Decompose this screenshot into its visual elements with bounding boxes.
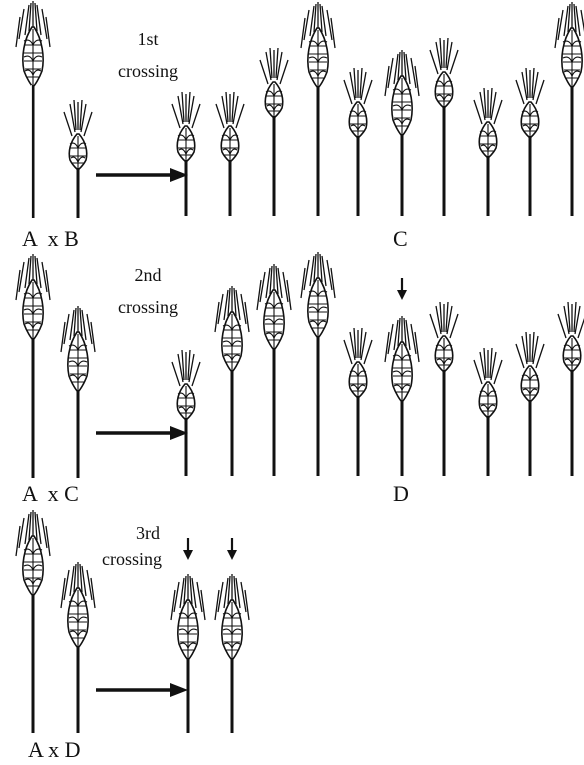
crossing-caption-line-2: crossing [118,61,178,81]
offspring-plant [558,302,584,476]
row-2-crossing: 2nd crossing A x C D [16,252,584,506]
offspring-plant [301,2,335,216]
crossing-caption-line-2: crossing [118,297,178,317]
crossing-caption-line-2: crossing [102,549,162,569]
offspring-plant-selected [215,574,249,733]
crossing-arrow-icon [96,683,188,697]
crossing-arrow-icon [96,168,188,182]
selection-arrow-icon [397,278,407,300]
row-3-crossing: 3rd crossing A x D [16,510,249,762]
offspring-plant [516,68,544,216]
crossing-caption-line-1: 2nd [135,265,162,285]
offspring-group [172,2,584,216]
offspring-plant [474,348,502,476]
crossing-caption-line-1: 1st [137,29,158,49]
offspring-plant [516,332,544,476]
crossing-arrow-icon [96,426,188,440]
offspring-plant [344,68,372,216]
offspring-plant [215,286,249,476]
offspring-plant [385,50,419,216]
parent-label: A x B [22,226,79,251]
parent-a-plant [16,254,50,478]
offspring-plant [172,350,200,476]
offspring-plant [430,302,458,476]
parent-label: A x D [28,737,81,762]
offspring-plant [430,38,458,216]
selection-arrow-icon [183,538,193,560]
offspring-plant [172,92,200,216]
offspring-label: D [393,481,409,506]
offspring-plant [257,264,291,476]
parent-label: A x C [22,481,79,506]
offspring-group [171,574,249,733]
offspring-plant [301,252,335,476]
offspring-plant [555,2,584,216]
parent-a-plant [16,1,50,218]
parent-b-plant [64,100,92,218]
offspring-plant [474,88,502,216]
parent-a-plant [16,510,50,733]
parent-d-plant [61,562,95,733]
row-1-crossing: 1st crossing A x B C [16,1,584,251]
selection-arrow-icon [227,538,237,560]
parent-c-plant [61,306,95,478]
crossing-caption-line-1: 3rd [136,523,160,543]
offspring-plant [260,48,288,216]
offspring-plant [344,328,372,476]
offspring-group [172,252,584,476]
offspring-plant-selected [171,574,205,733]
offspring-plant-selected [385,316,419,476]
offspring-label: C [393,226,408,251]
offspring-plant [216,92,244,216]
